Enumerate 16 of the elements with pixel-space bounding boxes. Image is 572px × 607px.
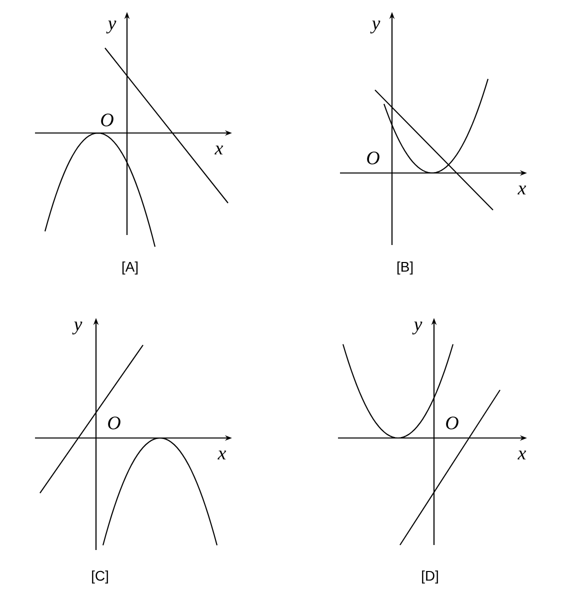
panel-label: [C] <box>92 570 108 584</box>
panel-label: [B] <box>397 261 413 275</box>
axis-label: x <box>214 146 224 154</box>
origin-label: O <box>446 416 458 430</box>
axis-label: x <box>518 450 526 460</box>
axis-label: x <box>518 186 526 194</box>
axis-label: x <box>218 450 226 460</box>
axis-label: y <box>412 322 422 334</box>
axis-label: y <box>106 20 116 34</box>
panel-label: [D] <box>422 570 438 584</box>
axis-label: y <box>72 322 82 334</box>
panel-label: [A] <box>122 261 138 275</box>
origin-label: O <box>108 416 120 430</box>
origin-label: O <box>101 114 114 126</box>
origin-label: O <box>367 152 380 164</box>
axis-label: y <box>370 20 380 34</box>
